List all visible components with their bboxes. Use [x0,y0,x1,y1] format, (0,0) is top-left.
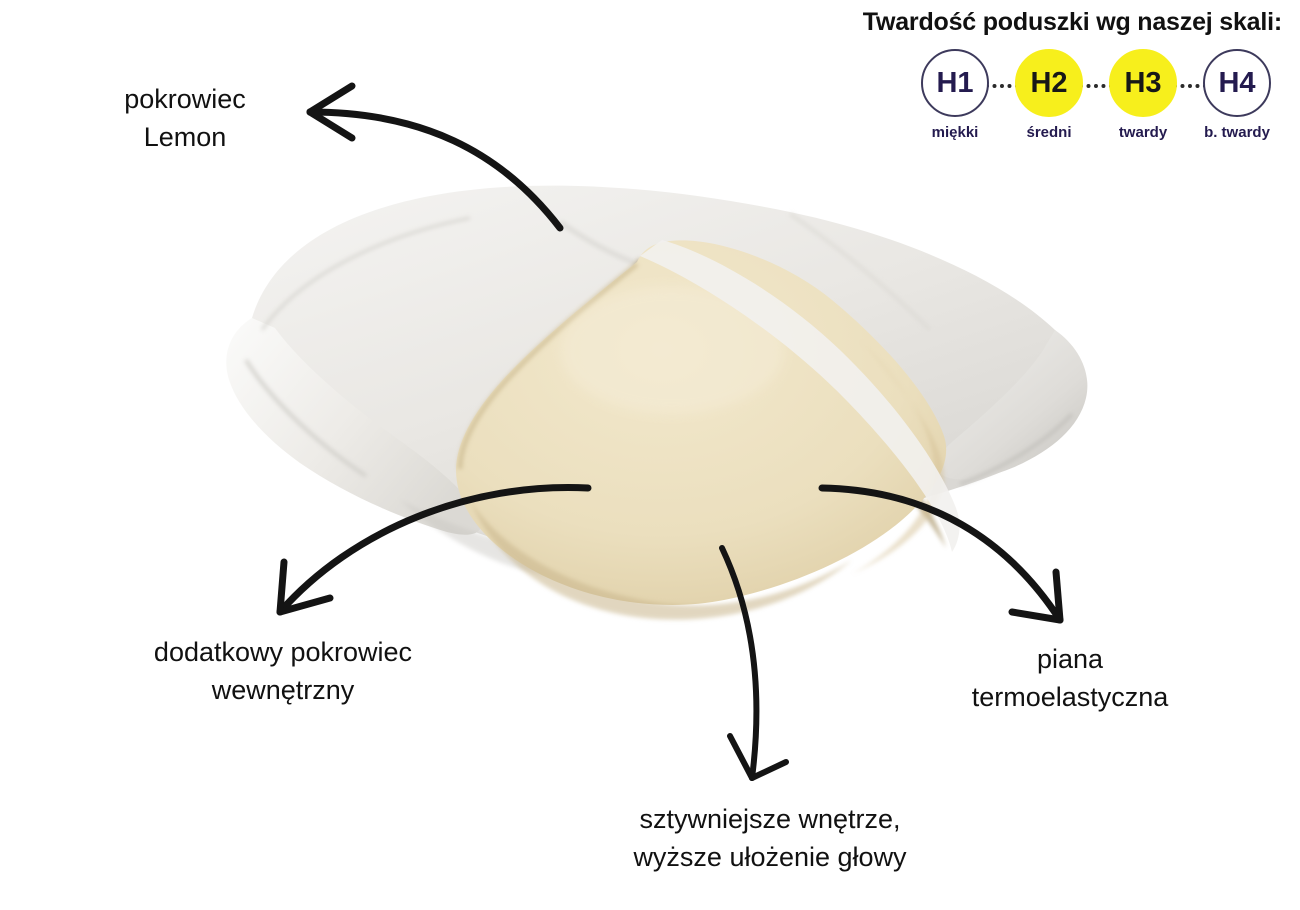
arrow-to-foam-label [818,484,1064,624]
memory-foam-core [456,240,947,620]
hardness-scale-title: Twardość poduszki wg naszej skali: [862,8,1282,36]
hardness-badge-h2[interactable]: H2 [1015,49,1083,117]
callout-label-foam: piana termoelastyczna [971,644,1169,713]
hardness-badge-h1[interactable]: H1 [921,49,989,117]
hardness-step-h4[interactable]: H4 b. twardy [1173,49,1284,141]
hardness-badge-h3[interactable]: H3 [1109,49,1177,117]
hardness-label-h1: miękki [931,124,979,141]
arrow-to-cover-label [306,82,564,232]
hardness-label-h4: b. twardy [1204,124,1270,141]
hardness-label-h3: twardy [1118,124,1168,141]
hardness-scale-steps: H1 miękki H2 średni H3 twardy H4 b. twar… [776,49,1286,149]
hardness-label-h2: średni [1026,124,1072,141]
arrow-to-core-label [719,545,789,781]
inner-cover-sliver [640,240,960,552]
dotted-connector-icon [1079,84,1113,92]
pillow-outer-cover [226,185,1088,581]
callout-label-inner-cover: dodatkowy pokrowiec wewnętrzny [153,637,413,706]
callout-label-core: sztywniejsze wnętrze, wyższe ułożenie gł… [633,804,907,873]
hardness-step-h2[interactable]: H2 średni [985,49,1096,141]
hardness-step-h3[interactable]: H3 twardy [1079,49,1190,141]
hardness-badge-h4[interactable]: H4 [1203,49,1271,117]
dotted-connector-icon [985,84,1019,92]
hardness-step-h1[interactable]: H1 miękki [908,49,1002,141]
hardness-scale: Twardość poduszki wg naszej skali: H1 mi… [776,8,1286,149]
callout-label-cover: pokrowiec Lemon [124,84,246,153]
arrow-to-inner-cover-label [276,483,592,616]
dotted-connector-icon [1173,84,1207,92]
